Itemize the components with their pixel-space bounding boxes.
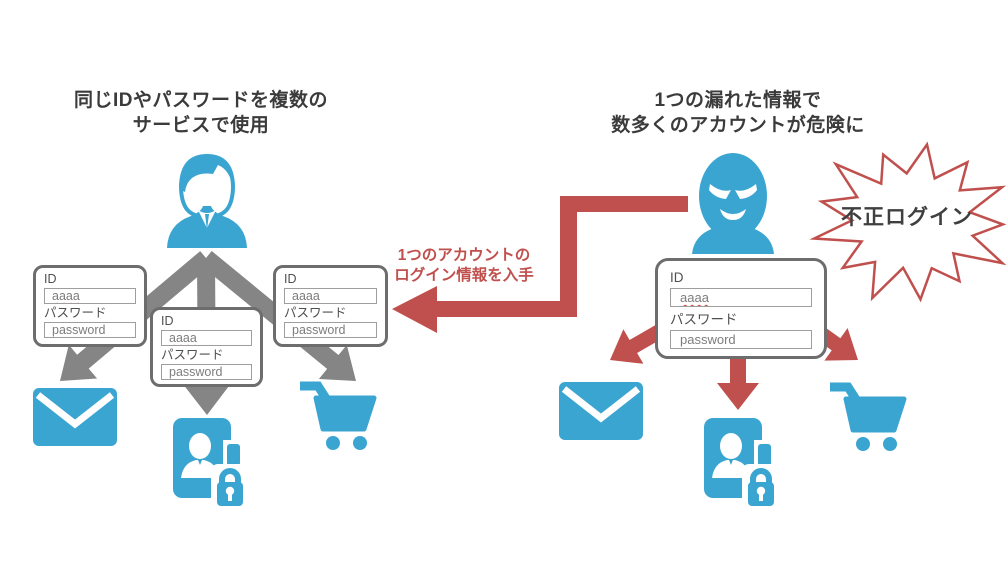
login-form-left-3: ID aaaa パスワード password: [273, 265, 388, 347]
id-label: ID: [670, 270, 684, 285]
login-form-right: ID aaaa パスワード password: [655, 258, 827, 359]
login-form-left-2: ID aaaa パスワード password: [150, 307, 263, 387]
id-label: ID: [284, 272, 297, 286]
right-title-line1: 1つの漏れた情報で: [654, 90, 822, 111]
password-label: パスワード: [44, 306, 107, 320]
cart-icon: [296, 376, 378, 453]
transfer-label: 1つのアカウントの ログイン情報を入手: [383, 246, 545, 286]
password-value: password: [169, 365, 223, 379]
hacker-mask-icon: [690, 151, 776, 254]
burst-label: 不正ログイン: [841, 206, 973, 229]
id-input: aaaa: [284, 288, 377, 304]
email-icon: [33, 388, 117, 446]
password-value: password: [680, 332, 736, 347]
id-value: aaaa: [292, 289, 320, 303]
password-label: パスワード: [284, 306, 347, 320]
password-input: password: [670, 330, 812, 349]
password-label: パスワード: [670, 312, 738, 327]
email-icon: [559, 382, 643, 440]
right-title: 1つの漏れた情報で 数多くのアカウントが危険に: [565, 88, 911, 138]
transfer-label-line2: ログイン情報を入手: [394, 267, 534, 284]
password-input: password: [161, 364, 252, 380]
left-title: 同じIDやパスワードを複数の サービスで使用: [28, 88, 374, 138]
left-title-line2: サービスで使用: [132, 115, 270, 136]
password-value: password: [52, 323, 106, 337]
right-title-line2: 数多くのアカウントが危険に: [611, 115, 865, 136]
id-value: aaaa: [680, 290, 709, 305]
account-lock-icon: [173, 418, 249, 508]
id-value: aaaa: [52, 289, 80, 303]
password-input: password: [284, 322, 377, 338]
left-title-line1: 同じIDやパスワードを複数の: [73, 90, 328, 111]
password-value: password: [292, 323, 346, 337]
id-input: aaaa: [161, 330, 252, 346]
user-icon: [162, 148, 252, 248]
password-input: password: [44, 322, 136, 338]
transfer-label-line1: 1つのアカウントの: [397, 247, 531, 264]
id-label: ID: [44, 272, 57, 286]
id-input: aaaa: [670, 288, 812, 307]
cart-icon: [826, 377, 908, 454]
id-label: ID: [161, 314, 174, 328]
password-label: パスワード: [161, 348, 224, 362]
id-input: aaaa: [44, 288, 136, 304]
account-lock-icon: [704, 418, 780, 508]
id-value: aaaa: [169, 331, 197, 345]
login-form-left-1: ID aaaa パスワード password: [33, 265, 147, 347]
